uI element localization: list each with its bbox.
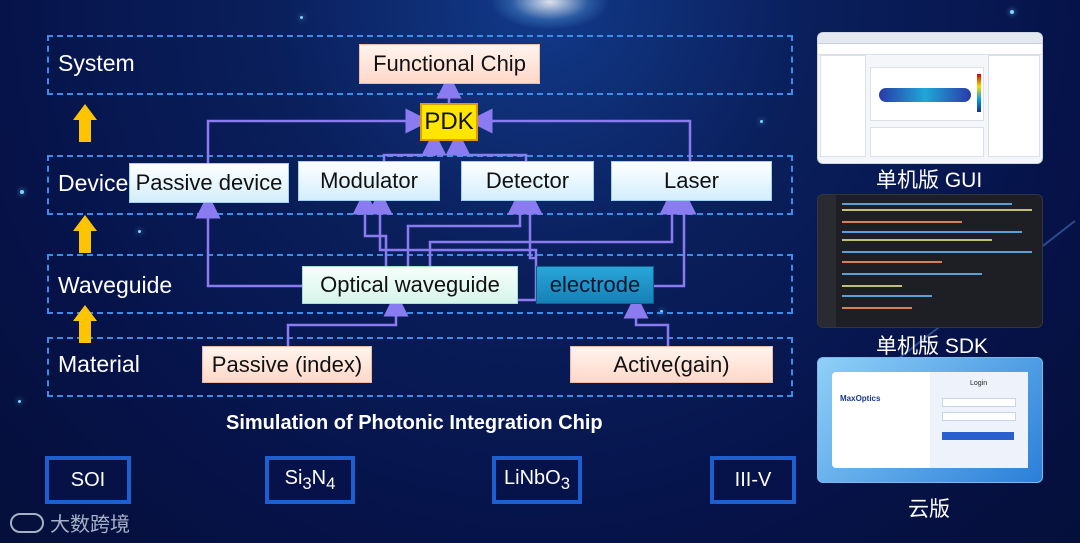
platform-soi-label: SOI xyxy=(70,468,106,491)
waveguide-to-modulator-arrow xyxy=(352,189,388,268)
electrode-box: electrode xyxy=(536,266,654,304)
diagram-caption: Simulation of Photonic Integration Chip xyxy=(226,412,603,434)
platform-linbo3-label: LiNbO3 xyxy=(504,466,570,493)
platform-iiiv: III-V xyxy=(710,456,796,504)
cloud-screenshot-thumbnail: MaxOptics Login xyxy=(817,357,1043,483)
up-arrow-icon xyxy=(73,305,97,343)
pdk-box: PDK xyxy=(420,103,478,141)
electrode-to-modulator-arrow xyxy=(367,189,538,302)
platform-si3n4-label: Si3N4 xyxy=(284,466,336,493)
optical-waveguide-box: Optical waveguide xyxy=(302,266,518,304)
watermark: 大数跨境 xyxy=(10,508,130,537)
active-gain-box: Active(gain) xyxy=(570,346,773,383)
gui-label: 单机版 GUI xyxy=(876,169,983,192)
star xyxy=(1010,10,1014,14)
passive-index-to-waveguide-arrow xyxy=(286,291,409,346)
star xyxy=(300,16,303,19)
device-label: Device xyxy=(58,170,129,196)
platform-si3n4: Si3N4 xyxy=(265,456,355,504)
detector-box: Detector xyxy=(461,161,594,201)
star xyxy=(20,190,24,194)
star xyxy=(760,120,763,123)
functional-chip-box: Functional Chip xyxy=(359,44,540,84)
waveguide-layer xyxy=(47,254,793,314)
star xyxy=(138,230,141,233)
modulator-box: Modulator xyxy=(298,161,440,201)
watermark-text: 大数跨境 xyxy=(50,514,130,536)
platform-linbo3: LiNbO3 xyxy=(492,456,582,504)
login-title: Login xyxy=(970,380,988,387)
platform-iiiv-label: III-V xyxy=(734,468,772,491)
cloud-label: 云版 xyxy=(908,498,950,521)
material-label: Material xyxy=(58,351,140,377)
sdk-label: 单机版 SDK xyxy=(876,335,989,358)
passive-device-to-pdk-arrow xyxy=(206,108,431,163)
star xyxy=(660,310,663,313)
laser-box: Laser xyxy=(611,161,772,201)
waveguide-label: Waveguide xyxy=(58,272,173,298)
waveguide-to-detector-arrow xyxy=(406,189,533,268)
system-label: System xyxy=(58,50,135,76)
platform-soi: SOI xyxy=(45,456,131,504)
system-layer xyxy=(47,35,793,95)
electrode-to-detector-arrow xyxy=(517,189,543,260)
waveguide-to-laser-arrow xyxy=(428,189,685,268)
sdk-screenshot-thumbnail xyxy=(817,194,1043,328)
laser-to-pdk-arrow xyxy=(467,108,692,163)
passive-index-box: Passive (index) xyxy=(202,346,372,383)
electrode-to-laser-arrow xyxy=(654,189,697,288)
up-arrow-icon xyxy=(73,104,97,142)
login-brand: MaxOptics xyxy=(840,394,881,403)
up-arrow-icon xyxy=(73,215,97,253)
watermark-logo-icon xyxy=(10,512,44,533)
gui-screenshot-thumbnail xyxy=(817,32,1043,164)
active-gain-to-electrode-arrow xyxy=(623,293,670,346)
modulator-to-pdk-arrow xyxy=(382,130,447,163)
detector-to-pdk-arrow xyxy=(445,130,528,163)
light-flare xyxy=(490,0,610,30)
material-layer xyxy=(47,337,793,397)
passive-device-box: Passive device xyxy=(129,163,289,203)
star xyxy=(18,400,21,403)
waveguide-to-passive-arrow xyxy=(195,193,302,288)
